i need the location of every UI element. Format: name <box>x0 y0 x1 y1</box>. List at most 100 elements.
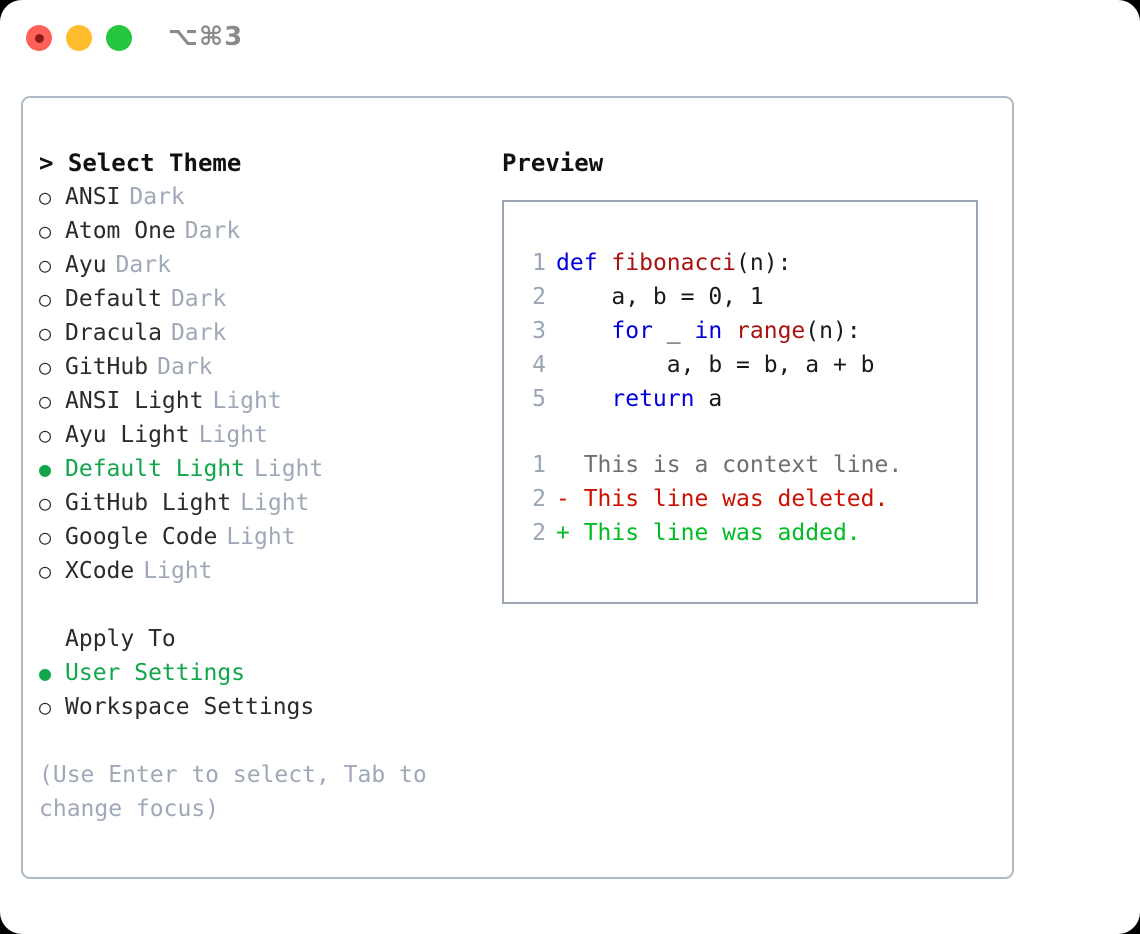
theme-list-item[interactable]: ○ Dracula Dark <box>39 316 469 350</box>
section-spacer <box>39 588 469 622</box>
radio-unselected-icon: ○ <box>39 423 52 447</box>
code-line: 4 a, b = b, a + b <box>520 348 875 382</box>
code-token: in <box>694 318 723 344</box>
apply-to-item[interactable]: ○ Workspace Settings <box>39 690 469 724</box>
radio-unselected-icon: ○ <box>39 355 52 379</box>
diff-sample: 1 This is a context line.2- This line wa… <box>520 448 902 550</box>
apply-to-item[interactable]: ● User Settings <box>39 656 469 690</box>
theme-list-item[interactable]: ○ ANSI Light Light <box>39 384 469 418</box>
select-theme-heading: > Select Theme <box>39 149 242 177</box>
code-token: (n): <box>805 318 861 344</box>
code-token: range <box>736 318 806 344</box>
apply-to-label: User Settings <box>65 660 246 686</box>
theme-list-item[interactable]: ○ Atom One Dark <box>39 214 469 248</box>
code-line-number: 3 <box>532 318 546 344</box>
theme-variant-label: Dark <box>170 320 227 346</box>
code-token: a <box>694 386 723 412</box>
code-token: for <box>611 318 653 344</box>
code-token: return <box>611 386 695 412</box>
radio-unselected-icon: ○ <box>39 253 52 277</box>
code-line: 5 return a <box>520 382 875 416</box>
code-token: def <box>556 250 598 276</box>
diff-line-text: This is a context line. <box>556 452 903 478</box>
minimize-button-icon[interactable] <box>66 25 92 51</box>
diff-line-number: 2 <box>532 520 546 546</box>
theme-variant-label: Dark <box>184 218 241 244</box>
radio-unselected-icon: ○ <box>39 185 52 209</box>
radio-unselected-icon: ○ <box>39 559 52 583</box>
theme-variant-label: Light <box>143 558 213 584</box>
code-token: a, b = 0, 1 <box>556 284 764 310</box>
theme-name-label: Dracula <box>65 320 162 346</box>
theme-variant-label: Dark <box>115 252 171 278</box>
theme-name-label: Google Code <box>65 524 218 550</box>
radio-unselected-icon: ○ <box>39 219 52 243</box>
theme-variant-label: Light <box>198 422 268 448</box>
diff-line: 2 + This line was added. <box>520 516 902 550</box>
radio-selected-icon: ● <box>39 457 52 481</box>
radio-unselected-icon: ○ <box>39 695 52 719</box>
code-token <box>598 250 612 276</box>
code-token: _ <box>652 318 695 344</box>
theme-variant-label: Light <box>212 388 282 414</box>
code-token: (n): <box>736 250 792 276</box>
code-line: 3 for _ in range(n): <box>520 314 875 348</box>
theme-list-item[interactable]: ● Default Light Light <box>39 452 469 486</box>
apply-to-list[interactable]: ● User Settings ○ Workspace Settings <box>39 656 469 724</box>
radio-unselected-icon: ○ <box>39 287 52 311</box>
code-line-number: 2 <box>532 284 546 310</box>
theme-variant-label: Light <box>226 524 296 550</box>
radio-unselected-icon: ○ <box>39 389 52 413</box>
code-line-number: 1 <box>532 250 546 276</box>
theme-name-label: ANSI Light <box>65 388 204 414</box>
code-token: fibonacci <box>611 250 737 276</box>
theme-variant-label: Dark <box>157 354 213 380</box>
theme-name-label: ANSI <box>65 184 121 210</box>
diff-line-text: + This line was added. <box>556 520 861 546</box>
theme-list-item[interactable]: ○ Ayu Dark <box>39 248 469 282</box>
maximize-button-icon[interactable] <box>106 25 132 51</box>
theme-name-label: Default <box>65 286 162 312</box>
theme-name-label: XCode <box>65 558 135 584</box>
theme-name-label: Ayu <box>65 252 107 278</box>
code-line-number: 5 <box>532 386 546 412</box>
close-button-icon[interactable] <box>26 25 52 51</box>
theme-variant-label: Light <box>240 490 310 516</box>
apply-to-label: Workspace Settings <box>65 694 315 720</box>
diff-line-number: 2 <box>532 486 546 512</box>
code-token <box>556 386 611 412</box>
theme-list-item[interactable]: ○ Google Code Light <box>39 520 469 554</box>
keyboard-shortcut-label: ⌥⌘3 <box>168 22 244 52</box>
theme-name-label: Atom One <box>65 218 176 244</box>
radio-unselected-icon: ○ <box>39 321 52 345</box>
apply-to-heading: Apply To <box>65 626 176 652</box>
code-line: 2 a, b = 0, 1 <box>520 280 875 314</box>
code-token: a, b = b, a + b <box>556 352 875 378</box>
theme-list-item[interactable]: ○ Ayu Light Light <box>39 418 469 452</box>
preview-heading: Preview <box>502 149 604 177</box>
theme-variant-label: Light <box>254 456 324 482</box>
code-token <box>722 318 736 344</box>
window-controls <box>26 25 132 51</box>
code-line-number: 4 <box>532 352 546 378</box>
theme-list-item[interactable]: ○ XCode Light <box>39 554 469 588</box>
radio-unselected-icon: ○ <box>39 525 52 549</box>
theme-name-label: Ayu Light <box>65 422 190 448</box>
code-token <box>556 318 611 344</box>
code-line: 1 def fibonacci(n): <box>520 246 875 280</box>
theme-name-label: GitHub Light <box>65 490 232 516</box>
title-bar: ⌥⌘3 <box>0 0 1140 78</box>
diff-line-text: - This line was deleted. <box>556 486 889 512</box>
radio-selected-icon: ● <box>39 661 52 685</box>
theme-name-label: Default Light <box>65 456 246 482</box>
